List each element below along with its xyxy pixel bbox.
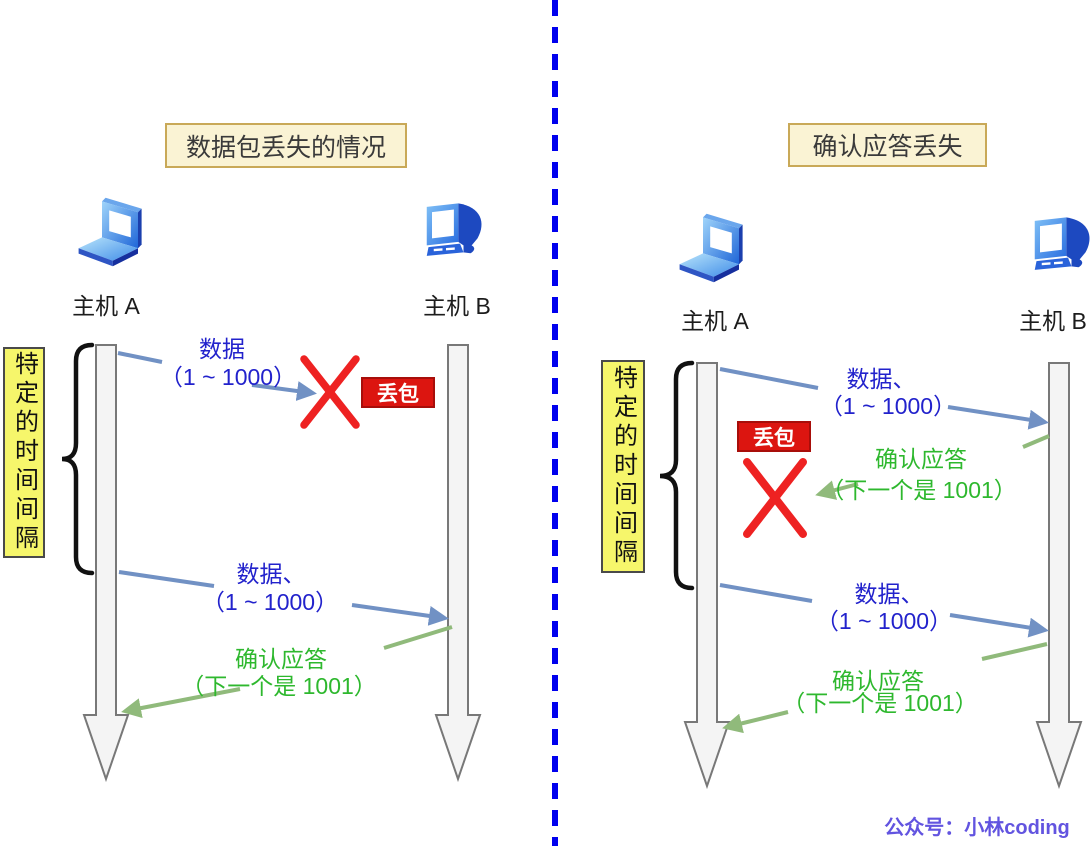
timeline-left-host-a (82, 344, 130, 783)
host-b-label: 主机 B (423, 293, 491, 319)
ack-label-line1: 确认应答 (235, 646, 327, 672)
watermark: 公众号：小林coding (884, 817, 1070, 839)
time-interval-brace-left (61, 342, 95, 576)
data-arrow (251, 381, 317, 401)
desktop-icon (1034, 217, 1090, 270)
packet-loss-badge: 丢包 (361, 377, 435, 408)
ack-loss-badge: 丢包 (737, 421, 811, 452)
retransmit-label-line2: （1 ~ 1000） (201, 589, 339, 615)
host-b-label: 主机 B (1019, 308, 1087, 334)
ack-label-line2: （下一个是 1001） (782, 690, 978, 716)
packet-loss-badge-label: 丢包 (377, 382, 419, 406)
ack-arrow-segment (981, 642, 1048, 661)
data-label-line2: （1 ~ 1000） (819, 393, 957, 419)
packet-loss-cross-icon (300, 355, 360, 429)
ack-arrow-segment (1022, 434, 1050, 449)
data-arrow (351, 603, 449, 626)
divider-line (552, 0, 558, 846)
ack-arrow (722, 710, 789, 734)
ack-arrow (815, 480, 859, 500)
timeline-left-host-b (434, 344, 482, 783)
panel-title-label: 数据包丢失的情况 (185, 133, 386, 162)
data-arrow-segment (719, 583, 813, 603)
ack-arrow (121, 687, 241, 718)
host-a-label: 主机 A (681, 308, 749, 334)
interval-label: 特定的时间间隔 (3, 347, 45, 558)
ack-loss-badge-label: 丢包 (753, 426, 795, 450)
panel-title-ack-loss: 确认应答丢失 (788, 123, 987, 167)
laptop-icon (78, 197, 142, 267)
ack-label-line1: 确认应答 (832, 668, 924, 694)
ack-label-line1: 确认应答 (875, 446, 967, 472)
retransmit-label-line1: 数据、 (854, 581, 924, 607)
time-interval-brace-right (659, 360, 695, 591)
data-arrow (949, 613, 1049, 638)
interval-label: 特定的时间间隔 (601, 360, 645, 573)
retransmit-label-line2: （1 ~ 1000） (815, 608, 953, 634)
data-arrow-segment (719, 367, 819, 390)
timeline-right-host-a (683, 362, 731, 790)
desktop-icon (426, 203, 482, 256)
data-arrow (947, 405, 1049, 430)
data-arrow-segment (117, 351, 163, 364)
data-label-line1: 数据 (199, 336, 245, 362)
ack-loss-cross-icon (743, 458, 807, 538)
panel-title-label: 确认应答丢失 (812, 133, 963, 161)
ack-arrow-segment (383, 625, 453, 650)
timeline-right-host-b (1035, 362, 1083, 790)
data-label-line1: 数据、 (846, 366, 916, 392)
data-arrow-segment (118, 570, 215, 588)
retransmit-label-line1: 数据、 (236, 561, 306, 587)
panel-title-packet-loss: 数据包丢失的情况 (165, 123, 407, 168)
ack-label-line2: （下一个是 1001） (181, 673, 377, 699)
data-label-line2: （1 ~ 1000） (159, 364, 297, 390)
host-a-label: 主机 A (72, 293, 140, 319)
ack-label-line2: （下一个是 1001） (821, 477, 1017, 503)
laptop-icon (679, 213, 743, 283)
